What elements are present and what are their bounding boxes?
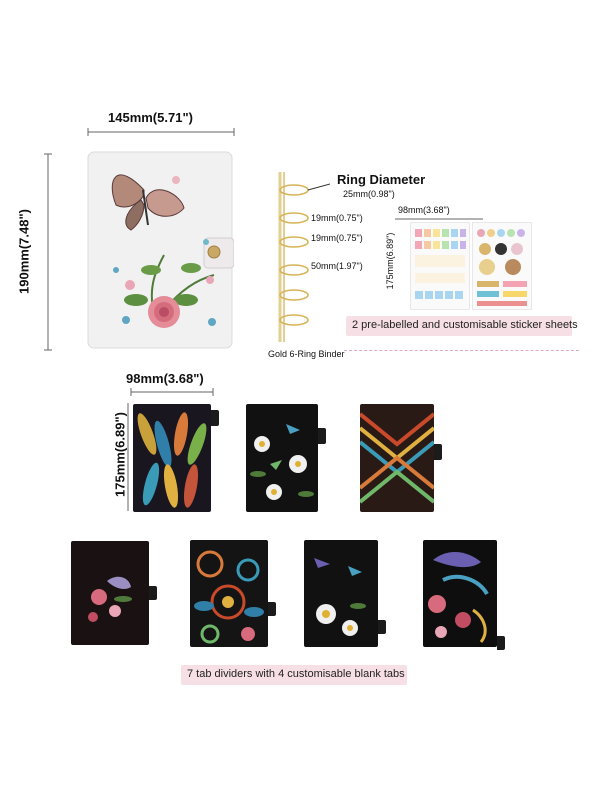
divider-tab bbox=[497, 636, 505, 650]
binder-image bbox=[86, 150, 235, 350]
binder-width-line bbox=[87, 128, 235, 136]
sticker-sheet-2 bbox=[472, 222, 532, 310]
dotted-separator bbox=[344, 350, 579, 351]
divider-tab bbox=[318, 428, 326, 444]
binder-height-dimension: 190mm(7.48") bbox=[16, 152, 60, 352]
divider-width-label: 98mm(3.68") bbox=[126, 371, 204, 386]
binder-width-dimension: 145mm(5.71") bbox=[86, 110, 236, 140]
divider-hummingbird-daisies bbox=[304, 540, 378, 647]
sticker-sheet-1 bbox=[410, 222, 470, 310]
ring-spacing-3: 50mm(1.97") bbox=[311, 261, 363, 271]
ring-binder-image bbox=[260, 170, 331, 345]
divider-tab bbox=[211, 410, 219, 426]
binder-height-line bbox=[44, 153, 52, 351]
divider-caption: 7 tab dividers with 4 customisable blank… bbox=[187, 668, 405, 680]
divider-tab bbox=[268, 602, 276, 616]
divider-tab bbox=[434, 444, 442, 460]
divider-caption-box: 7 tab dividers with 4 customisable blank… bbox=[181, 665, 407, 685]
ring-diameter-label: 25mm(0.98") bbox=[343, 189, 395, 199]
sticker-width-line bbox=[395, 218, 483, 220]
divider-feathers bbox=[133, 404, 211, 512]
ring-diameter-title: Ring Diameter bbox=[337, 172, 426, 187]
sticker-caption: 2 pre-labelled and customisable sticker … bbox=[352, 319, 578, 331]
divider-geometric-pattern bbox=[360, 404, 434, 512]
ring-binder-caption: Gold 6-Ring Binder bbox=[268, 349, 345, 359]
ring-spacing-2: 19mm(0.75") bbox=[311, 233, 363, 243]
divider-folk-mandalas bbox=[190, 540, 268, 647]
sticker-caption-box: 2 pre-labelled and customisable sticker … bbox=[346, 316, 578, 336]
divider-height-line bbox=[127, 403, 129, 511]
divider-hummingbirds-daisies bbox=[246, 404, 318, 512]
sticker-width-label: 98mm(3.68") bbox=[398, 205, 450, 215]
divider-width-line bbox=[130, 388, 214, 396]
binder-width-label: 145mm(5.71") bbox=[108, 110, 193, 125]
sticker-height-label: 175mm(6.89") bbox=[385, 232, 395, 290]
divider-bird-flowers bbox=[71, 541, 149, 645]
ring-spacing-1: 19mm(0.75") bbox=[311, 213, 363, 223]
divider-tab bbox=[149, 586, 157, 600]
divider-tab bbox=[378, 620, 386, 634]
binder-height-label: 190mm(7.48") bbox=[16, 209, 32, 294]
divider-dragon-peonies bbox=[423, 540, 497, 647]
